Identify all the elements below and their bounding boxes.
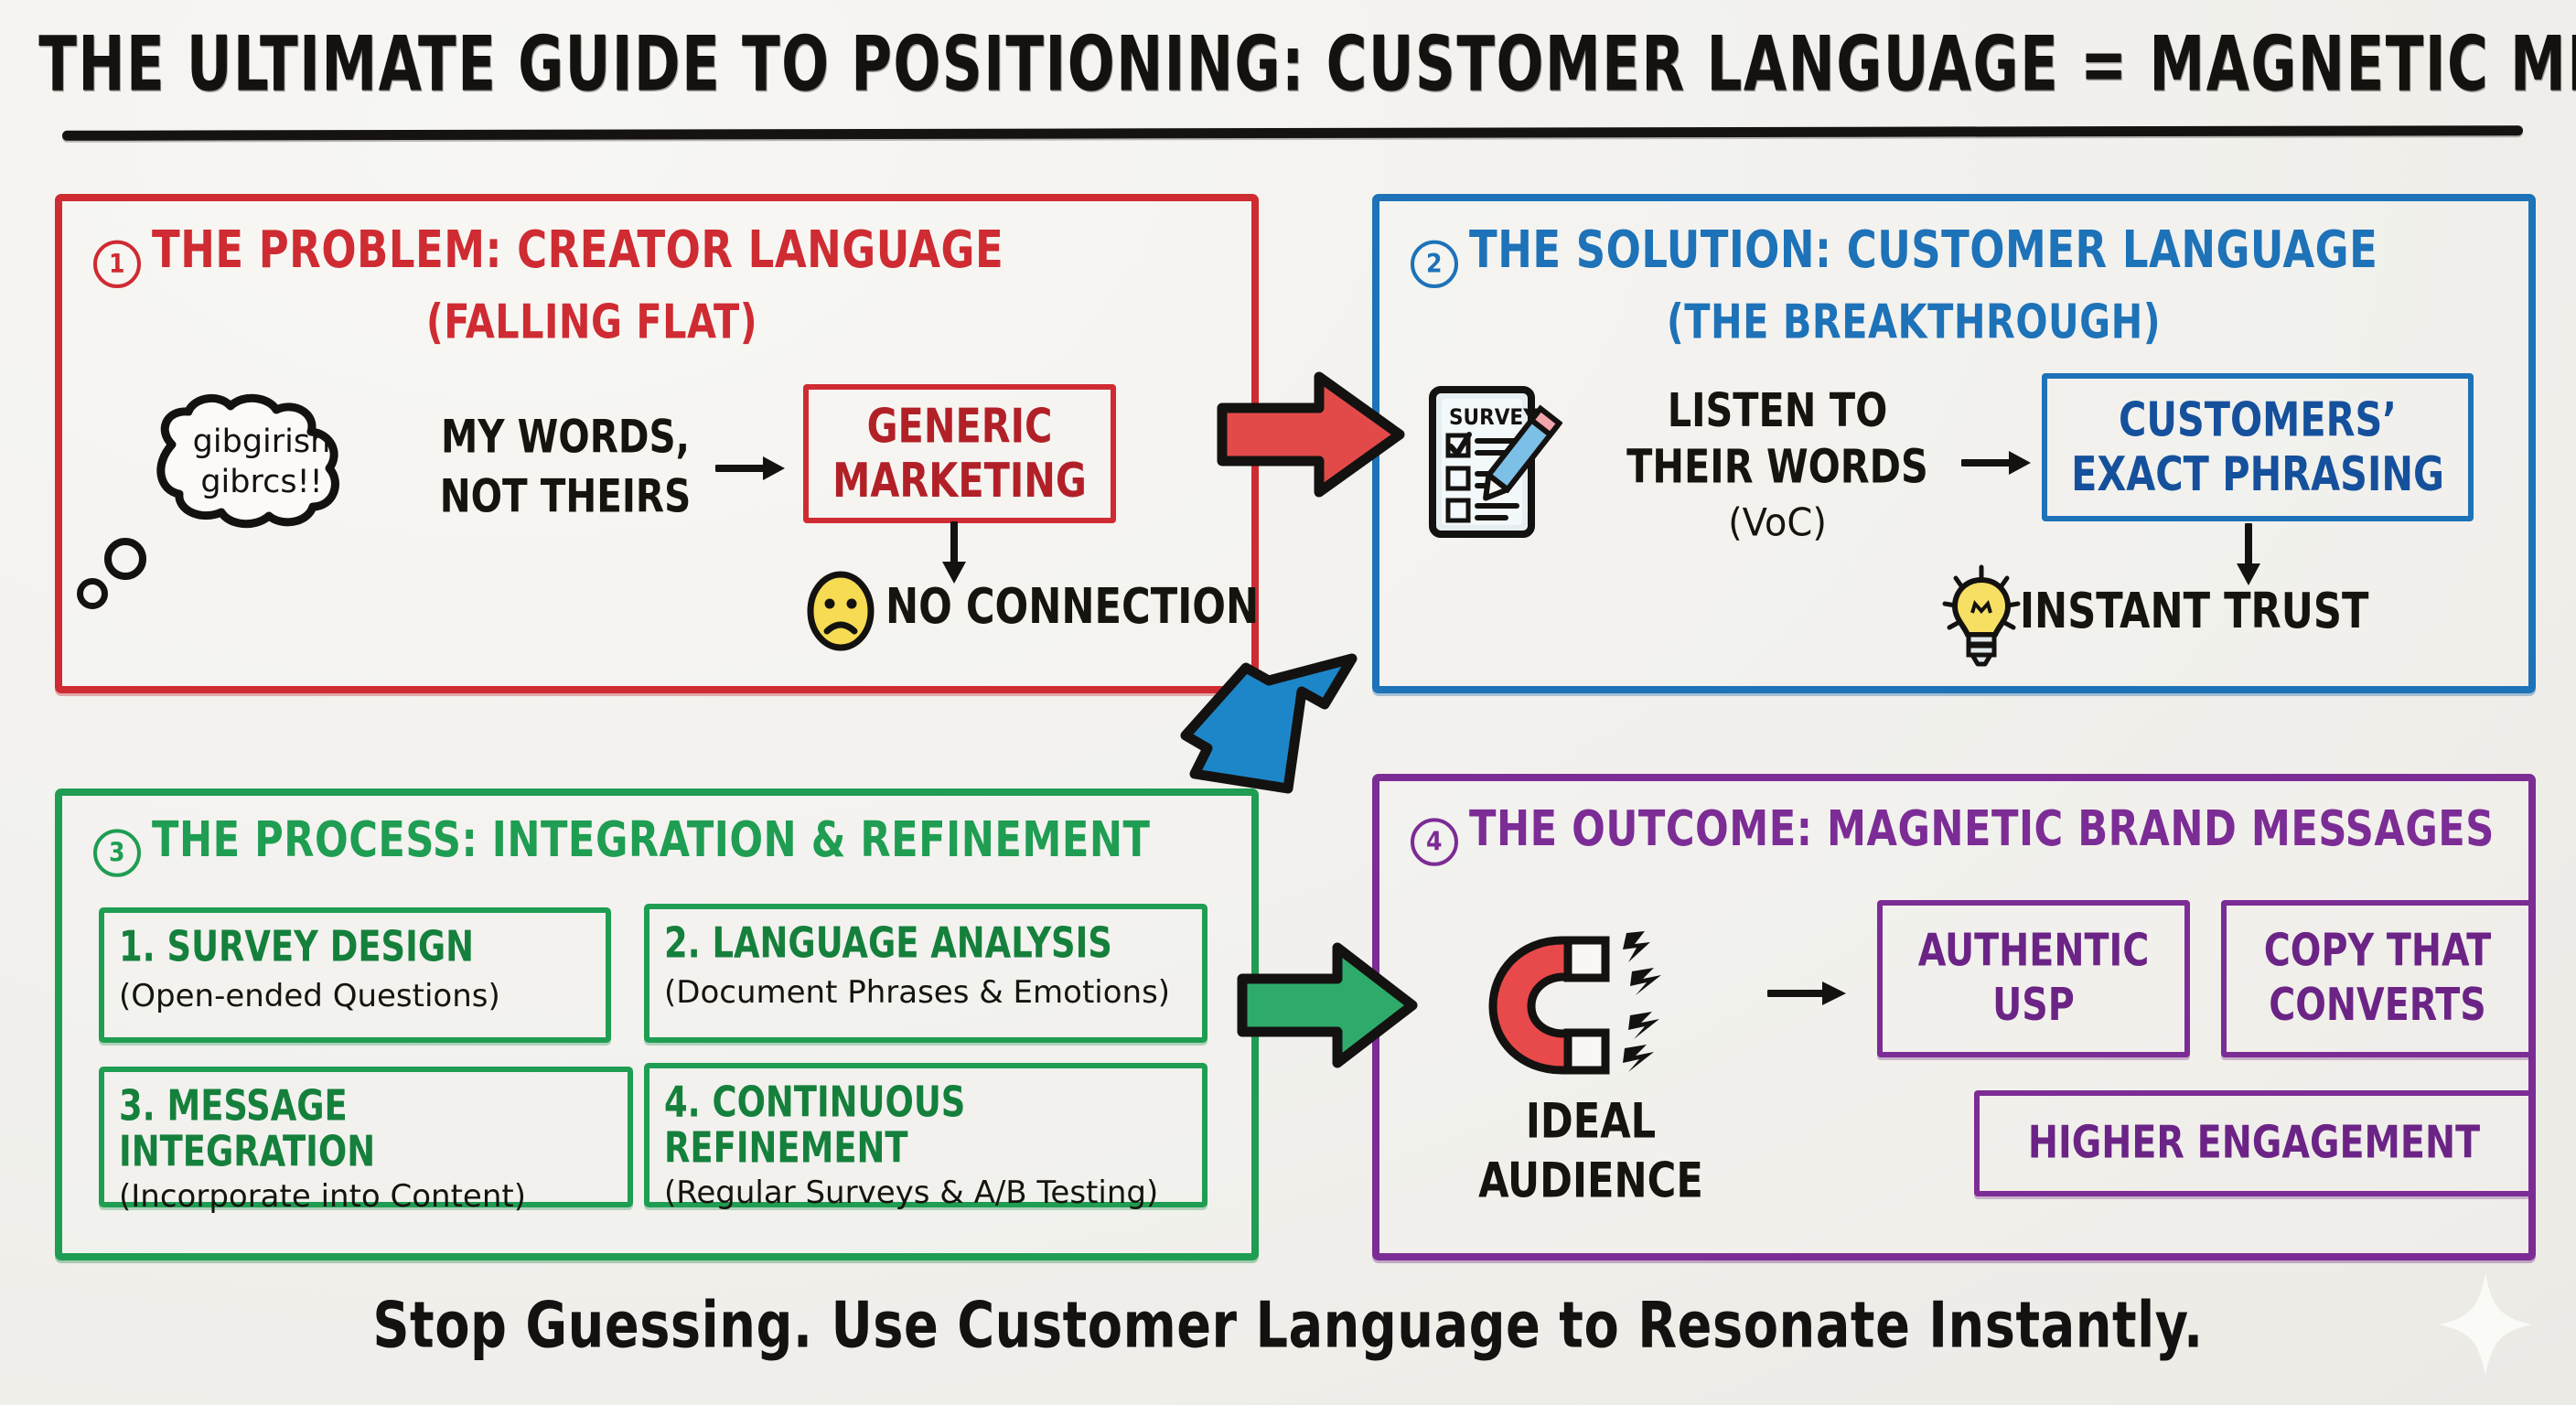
small-arrow-down-icon bbox=[2237, 523, 2260, 585]
panel-problem-heading-text: THE PROBLEM: CREATOR LANGUAGE bbox=[152, 220, 1004, 280]
customers-exact-phrasing-box: CUSTOMERS’EXACT PHRASING bbox=[2042, 373, 2474, 521]
panel-solution-subheading: (THE BREAKTHROUGH) bbox=[1666, 294, 2162, 349]
panel-process-heading-text: THE PROCESS: INTEGRATION & REFINEMENT bbox=[152, 810, 1151, 869]
thought-bubble-text: gibgirish gibrcs!! bbox=[124, 390, 399, 536]
flow-arrow-solution-to-process bbox=[1180, 653, 1358, 794]
thought-bubble-dot-small bbox=[77, 578, 108, 609]
magnet-icon bbox=[1488, 931, 1661, 1075]
lightbulb-icon bbox=[1942, 564, 2021, 667]
panel-number-badge-3: 3 bbox=[93, 829, 141, 877]
survey-clipboard-icon: SURVEY bbox=[1429, 386, 1562, 538]
instant-trust-label: INSTANT TRUST bbox=[2020, 582, 2369, 640]
small-arrow-down-icon bbox=[942, 521, 966, 584]
process-step-2-title: 2. LANGUAGE ANALYSIS bbox=[664, 917, 1112, 968]
thought-bubble-icon bbox=[156, 393, 339, 529]
thought-line-2: gibrcs!! bbox=[200, 464, 323, 500]
panel-number-badge-1: 1 bbox=[93, 240, 141, 288]
process-step-1[interactable]: 1. SURVEY DESIGN (Open-ended Questions) bbox=[99, 907, 611, 1043]
outcome-higher-engagement-label: HIGHER ENGAGEMENT bbox=[2027, 1116, 2481, 1169]
outcome-higher-engagement[interactable]: HIGHER ENGAGEMENT bbox=[1974, 1090, 2534, 1196]
footer-tagline: Stop Guessing. Use Customer Language to … bbox=[372, 1287, 2204, 1363]
survey-icon-label: SURVEY bbox=[1449, 404, 1538, 430]
thought-bubble-dot-large bbox=[104, 538, 146, 580]
panel-problem-subheading: (FALLING FLAT) bbox=[425, 294, 758, 349]
small-arrow-right-icon bbox=[1961, 451, 2031, 475]
page-title: THE ULTIMATE GUIDE TO POSITIONING: CUSTO… bbox=[38, 20, 2576, 109]
no-connection-label: NO CONNECTION bbox=[886, 577, 1260, 636]
process-step-2[interactable]: 2. LANGUAGE ANALYSIS (Document Phrases &… bbox=[644, 904, 1208, 1043]
small-arrow-right-icon bbox=[715, 456, 785, 480]
flow-arrow-problem-to-solution bbox=[1217, 371, 1405, 498]
flow-arrow-process-to-outcome bbox=[1237, 942, 1418, 1068]
panel-outcome-heading-text: THE OUTCOME: MAGNETIC BRAND MESSAGES bbox=[1469, 799, 2495, 858]
process-step-3-title: 3. MESSAGE INTEGRATION bbox=[119, 1080, 376, 1177]
process-step-2-detail: (Document Phrases & Emotions) bbox=[664, 974, 1171, 1012]
process-step-3[interactable]: 3. MESSAGE INTEGRATION (Incorporate into… bbox=[99, 1067, 633, 1215]
my-words-label: MY WORDS,NOT THEIRS bbox=[439, 410, 692, 522]
process-step-1-title: 1. SURVEY DESIGN bbox=[119, 921, 474, 971]
process-step-4[interactable]: 4. CONTINUOUS REFINEMENT (Regular Survey… bbox=[644, 1063, 1208, 1211]
small-arrow-right-icon bbox=[1767, 981, 1846, 1005]
panel-number-badge-2: 2 bbox=[1411, 240, 1458, 288]
process-step-1-detail: (Open-ended Questions) bbox=[119, 978, 500, 1015]
thought-line-1: gibgirish bbox=[192, 424, 331, 461]
page-title-wrap: THE ULTIMATE GUIDE TO POSITIONING: CUSTO… bbox=[0, 20, 2576, 109]
process-step-4-title: 4. CONTINUOUS REFINEMENT bbox=[664, 1077, 966, 1174]
process-step-4-detail: (Regular Surveys & A/B Testing) bbox=[664, 1174, 1159, 1212]
voc-label: (VoC) bbox=[1728, 500, 1827, 546]
customers-exact-phrasing-label: CUSTOMERS’EXACT PHRASING bbox=[2071, 391, 2444, 502]
panel-solution-heading-text: THE SOLUTION: CUSTOMER LANGUAGE bbox=[1469, 220, 2378, 280]
sad-face-icon bbox=[807, 571, 875, 651]
sparkle-icon bbox=[2439, 1273, 2532, 1376]
panel-number-badge-4: 4 bbox=[1411, 818, 1458, 866]
process-step-3-detail: (Incorporate into Content) bbox=[119, 1178, 526, 1216]
